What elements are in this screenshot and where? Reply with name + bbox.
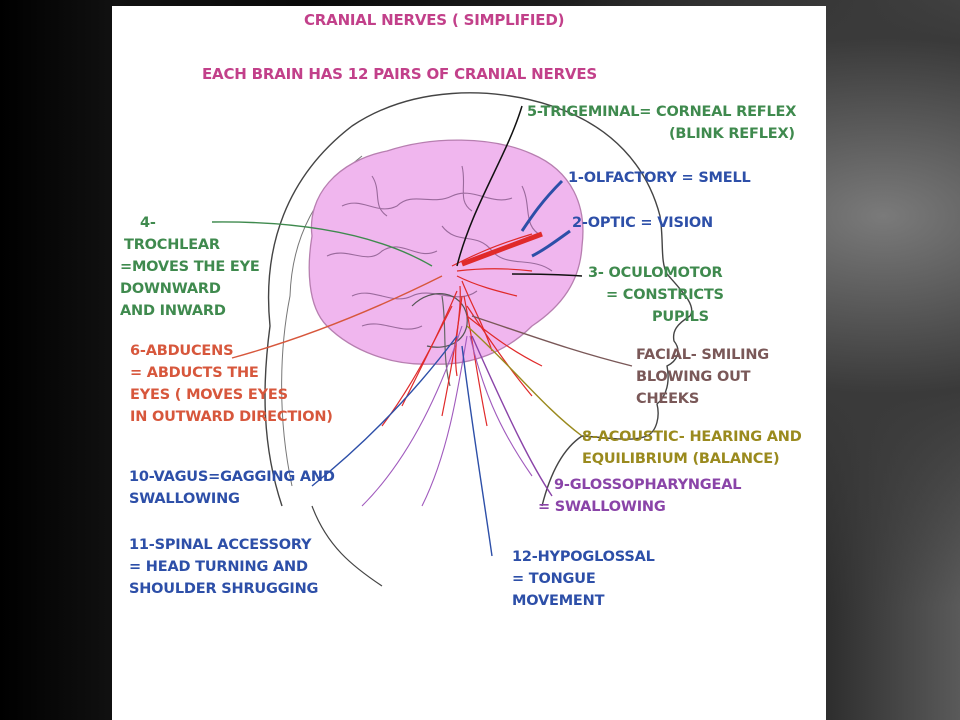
neck-outline <box>311 505 383 587</box>
diagram-title: CRANIAL NERVES ( SIMPLIFIED) <box>304 11 565 29</box>
red-eye-nerve <box>461 231 543 267</box>
label-abducens: 6-ABDUCENS = ABDUCTS THE EYES ( MOVES EY… <box>130 343 333 425</box>
label-olfactory: 1-OLFACTORY = SMELL <box>568 170 751 186</box>
diagram-subtitle: EACH BRAIN HAS 12 PAIRS OF CRANIAL NERVE… <box>202 65 597 83</box>
label-facial: FACIAL- SMILING BLOWING OUT CHEEKS <box>636 347 769 407</box>
label-oculomotor: 3- OCULOMOTOR = CONSTRICTS PUPILS <box>588 265 724 325</box>
head-outline <box>264 92 693 507</box>
label-spinal-accessory: 11-SPINAL ACCESSORY = HEAD TURNING AND S… <box>129 537 319 597</box>
label-hypoglossal: 12-HYPOGLOSSAL = TONGUE MOVEMENT <box>512 549 655 609</box>
label-vagus: 10-VAGUS=GAGGING AND SWALLOWING <box>129 469 335 507</box>
label-optic: 2-OPTIC = VISION <box>572 215 713 231</box>
cerebellum <box>411 293 468 348</box>
label-trochlear: 4- TROCHLEAR =MOVES THE EYE DOWNWARD AND… <box>120 215 260 319</box>
pointer-lines <box>211 105 633 557</box>
diagram-slide: CRANIAL NERVES ( SIMPLIFIED) EACH BRAIN … <box>112 6 826 720</box>
brainstem <box>441 295 451 387</box>
brain <box>308 139 584 365</box>
label-acoustic: 8-ACOUSTIC- HEARING AND EQUILIBRIUM (BAL… <box>582 429 802 467</box>
label-glossopharyngeal: 9-GLOSSOPHARYNGEAL = SWALLOWING <box>538 477 742 515</box>
label-trigeminal: 5-TRIGEMINAL= CORNEAL REFLEX (BLINK REFL… <box>527 104 797 142</box>
head-illustration <box>211 92 693 587</box>
